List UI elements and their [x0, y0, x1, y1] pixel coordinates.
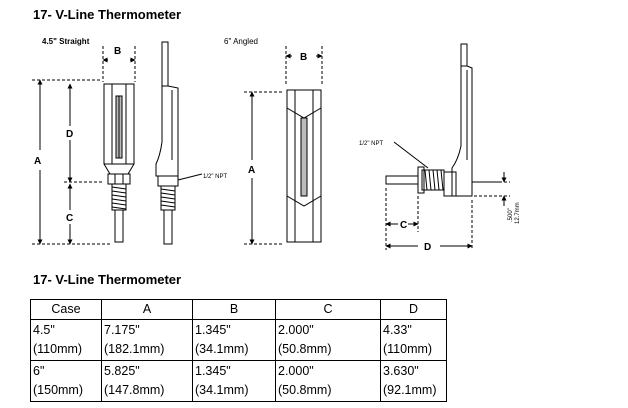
value-mm: (110mm)	[383, 342, 433, 356]
thermometer-drawing: 4.5" Straight B	[32, 37, 521, 253]
table-row: 4.5" (110mm) 7.175" (182.1mm) 1.345" (34.1m…	[30, 319, 447, 361]
straight-label: 4.5" Straight	[42, 37, 90, 46]
value-inch: 7.175"	[104, 323, 140, 337]
label-c-straight: C	[66, 213, 73, 224]
table-cell: 3.630" (92.1mm)	[380, 360, 447, 402]
table-cell: 2.000" (50.8mm)	[275, 319, 381, 361]
table-cell: 4.5" (110mm)	[30, 319, 102, 361]
angled-front-view: 6" Angled B A	[224, 37, 323, 245]
npt-label-straight: 1/2" NPT	[203, 174, 227, 180]
label-a-angled: A	[248, 165, 255, 176]
table-cell: 2.000" (50.8mm)	[275, 360, 381, 402]
label-b-straight: B	[114, 46, 121, 57]
value-mm: (147.8mm)	[104, 383, 165, 397]
value-inch: 5.825"	[104, 364, 140, 378]
value-mm: (50.8mm)	[278, 342, 332, 356]
dimensions-table: Case A B C D 4.5" (110mm) 7.175" (182.1mm)…	[30, 299, 447, 402]
value-inch: 3.630"	[383, 364, 419, 378]
value-inch: 6"	[33, 364, 45, 378]
label-a-straight: A	[34, 156, 41, 167]
offset-inch-label: .500"	[508, 208, 514, 222]
header-c: C	[275, 299, 381, 320]
value-inch: 1.345"	[195, 323, 231, 337]
value-mm: (110mm)	[33, 342, 83, 356]
table-cell: 1.345" (34.1mm)	[192, 319, 276, 361]
table-row: 6" (150mm) 5.825" (147.8mm) 1.345" (34.1mm)…	[30, 360, 447, 402]
value-mm: (34.1mm)	[195, 342, 249, 356]
value-mm: (50.8mm)	[278, 383, 332, 397]
value-inch: 2.000"	[278, 323, 314, 337]
section-title: 17- V-Line Thermometer	[33, 7, 182, 22]
header-d: D	[380, 299, 447, 320]
label-c-angled: C	[400, 220, 407, 231]
label-b-angled: B	[300, 52, 307, 63]
table-cell: 4.33" (110mm)	[380, 319, 447, 361]
table-cell: 7.175" (182.1mm)	[101, 319, 193, 361]
angled-label: 6" Angled	[224, 37, 258, 46]
table-title: 17- V-Line Thermometer	[33, 272, 182, 287]
label-d-angled: D	[424, 242, 431, 253]
value-inch: 4.5"	[33, 323, 55, 337]
angled-side-view: 1/2" NPT C D .500" 12.7mm	[359, 43, 521, 253]
header-a: A	[101, 299, 193, 320]
straight-side-view: 1/2" NPT	[155, 41, 227, 245]
label-d-straight: D	[66, 129, 73, 140]
value-mm: (34.1mm)	[195, 383, 249, 397]
npt-label-angled: 1/2" NPT	[359, 141, 383, 147]
value-mm: (182.1mm)	[104, 342, 165, 356]
table-cell: 1.345" (34.1mm)	[192, 360, 276, 402]
value-inch: 1.345"	[195, 364, 231, 378]
straight-front-view: 4.5" Straight B	[32, 37, 136, 245]
offset-mm-label: 12.7mm	[515, 202, 521, 224]
table-cell: 6" (150mm)	[30, 360, 102, 402]
value-mm: (92.1mm)	[383, 383, 437, 397]
table-header-row: Case A B C D	[30, 299, 447, 320]
value-inch: 4.33"	[383, 323, 412, 337]
header-b: B	[192, 299, 276, 320]
table-cell: 5.825" (147.8mm)	[101, 360, 193, 402]
value-inch: 2.000"	[278, 364, 314, 378]
value-mm: (150mm)	[33, 383, 84, 397]
header-case: Case	[30, 299, 102, 320]
